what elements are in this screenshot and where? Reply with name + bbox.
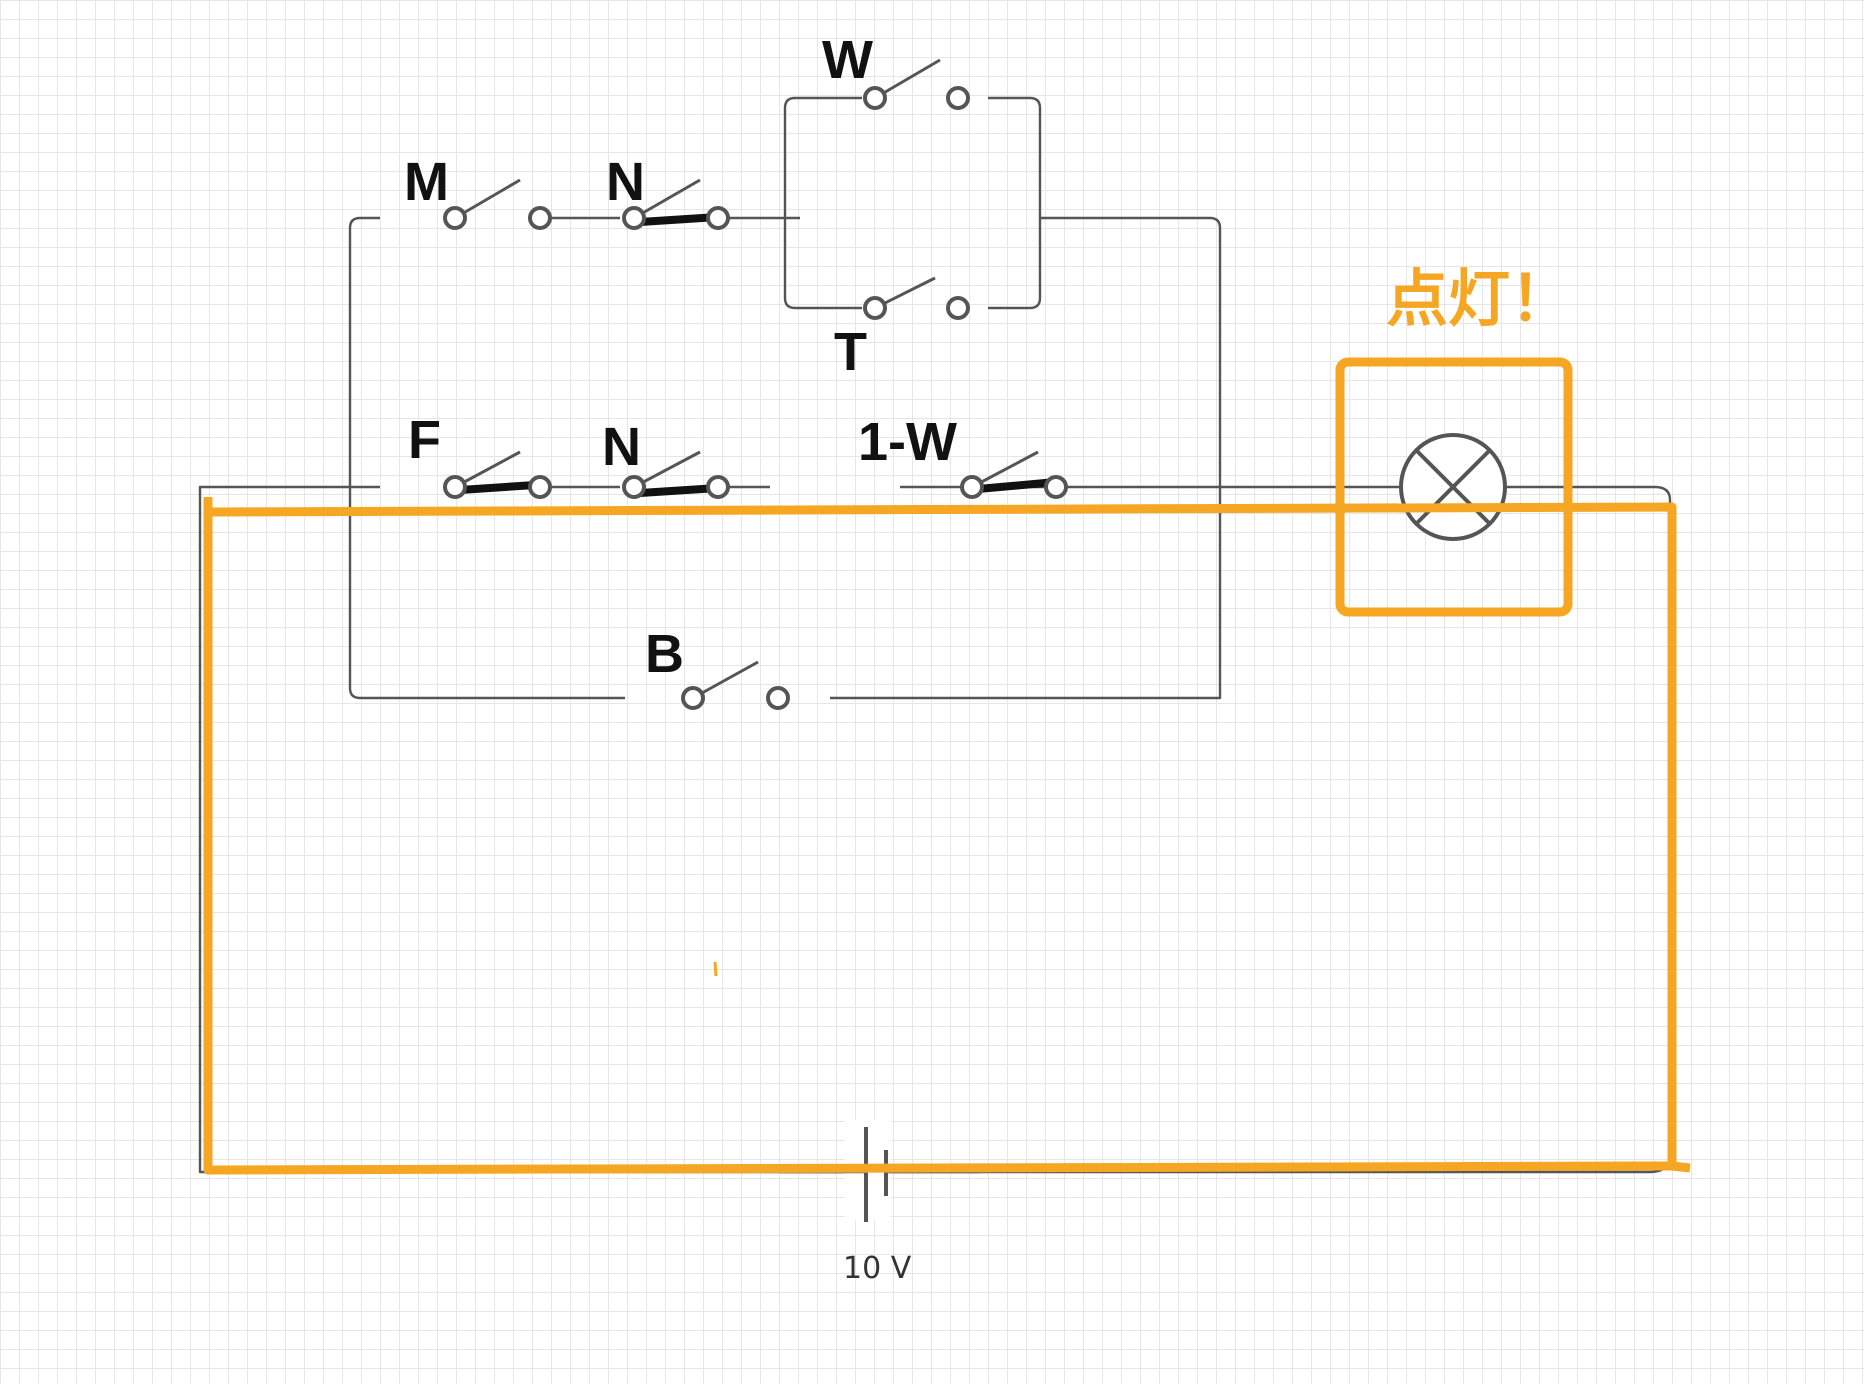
lamp-highlight-box <box>1335 357 1573 617</box>
switch-B: B <box>645 624 790 710</box>
lit-annotation: 点灯！ <box>1386 262 1572 335</box>
switch-B-terminal-left <box>681 686 705 710</box>
switch-N-mid-label: N <box>602 417 641 477</box>
switch-B-terminal-right <box>766 686 790 710</box>
switch-N-mid-closed-bar <box>636 484 722 497</box>
switch-N-top-closed-bar <box>636 213 722 226</box>
switch-W: W <box>822 30 970 110</box>
switch-1-W-terminal-right <box>1044 475 1068 499</box>
switch-N-top-terminal-right <box>706 206 730 230</box>
switch-W-terminal-right <box>946 86 970 110</box>
parallel-wt-wire <box>783 96 1042 310</box>
switch-B-label: B <box>645 624 684 684</box>
switch-N-top-terminal-left <box>622 206 646 230</box>
switch-N-mid-terminal-left <box>622 475 646 499</box>
highlight-loop <box>203 497 1691 1175</box>
switch-W-terminal-left <box>863 86 887 110</box>
switch-T: T <box>834 276 970 382</box>
switch-M-label: M <box>404 152 449 212</box>
switch-N-mid: N <box>602 417 730 499</box>
switch-N-mid-terminal-right <box>706 475 730 499</box>
switch-F-terminal-left <box>443 475 467 499</box>
switch-1-W-closed-bar <box>974 478 1060 493</box>
switch-W-label: W <box>822 30 873 90</box>
battery-voltage-label: 10 V <box>843 1251 912 1286</box>
right-bus-wire <box>830 216 1222 700</box>
switch-1-W: 1-W <box>858 412 1068 499</box>
switch-T-terminal-right <box>946 296 970 320</box>
switch-F-closed-bar <box>456 481 539 494</box>
lamp-icon <box>1399 433 1507 541</box>
switch-F-terminal-right <box>528 475 552 499</box>
switch-T-label: T <box>834 322 867 382</box>
switch-M-terminal-left <box>443 206 467 230</box>
wires <box>198 96 1672 1174</box>
switch-M: M <box>404 152 552 230</box>
left-bus-wire <box>348 216 625 700</box>
switch-T-terminal-left <box>863 296 887 320</box>
current-path-highlight: 点灯！ <box>203 262 1691 1175</box>
stray-mark <box>713 961 718 977</box>
switch-M-terminal-right <box>528 206 552 230</box>
switch-F: F <box>408 410 552 499</box>
switch-1-W-terminal-left <box>960 475 984 499</box>
main-loop-wire <box>198 485 1672 1174</box>
switch-1-W-label: 1-W <box>858 412 957 472</box>
switch-N-top-label: N <box>606 152 645 212</box>
switch-N-top: N <box>606 152 730 230</box>
switch-F-label: F <box>408 410 441 470</box>
